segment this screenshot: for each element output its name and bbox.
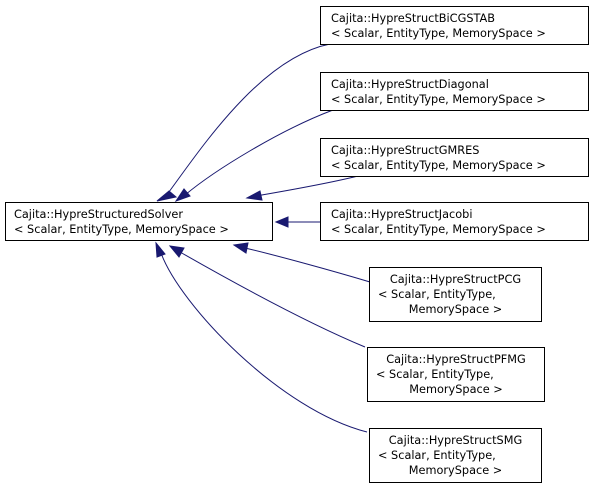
- arrow-smg: [155, 241, 166, 258]
- node-pfmg-line-3: MemorySpace >: [409, 383, 502, 396]
- node-pcg-line-2: < Scalar, EntityType,: [378, 288, 496, 301]
- node-smg-line-3: MemorySpace >: [409, 464, 502, 477]
- arrow-jacobi: [274, 216, 289, 228]
- node-hypre-struct-diagonal[interactable]: Cajita::HypreStructDiagonal < Scalar, En…: [320, 72, 589, 111]
- node-pfmg-line-1: Cajita::HypreStructPFMG: [386, 353, 526, 366]
- node-hypre-struct-jacobi[interactable]: Cajita::HypreStructJacobi < Scalar, Enti…: [320, 202, 589, 241]
- arrow-diagonal: [174, 188, 191, 202]
- node-hypre-struct-gmres[interactable]: Cajita::HypreStructGMRES < Scalar, Entit…: [320, 138, 589, 177]
- node-diagonal-line-2: < Scalar, EntityType, MemorySpace >: [331, 93, 546, 106]
- node-pcg-line-1: Cajita::HypreStructPCG: [390, 273, 521, 286]
- arrow-bicgstab: [156, 190, 178, 202]
- node-gmres-line-2: < Scalar, EntityType, MemorySpace >: [331, 159, 546, 172]
- node-pfmg-line-2: < Scalar, EntityType,: [376, 368, 494, 381]
- node-pcg-line-3: MemorySpace >: [409, 303, 502, 316]
- node-jacobi-line-2: < Scalar, EntityType, MemorySpace >: [331, 223, 546, 236]
- arrow-pcg: [232, 242, 249, 254]
- node-diagonal-line-1: Cajita::HypreStructDiagonal: [331, 78, 489, 91]
- node-base-line-1: Cajita::HypreStructuredSolver: [14, 208, 183, 221]
- arrow-gmres: [245, 190, 263, 201]
- node-smg-line-2: < Scalar, EntityType,: [378, 449, 496, 462]
- node-bicgstab-line-2: < Scalar, EntityType, MemorySpace >: [331, 27, 546, 40]
- node-base-hypre-structured-solver[interactable]: Cajita::HypreStructuredSolver < Scalar, …: [5, 202, 273, 241]
- edges: [155, 43, 371, 433]
- node-bicgstab-line-1: Cajita::HypreStructBiCGSTAB: [331, 12, 495, 25]
- node-hypre-struct-smg[interactable]: Cajita::HypreStructSMG < Scalar, EntityT…: [369, 428, 542, 483]
- edge-pfmg: [179, 251, 366, 348]
- edge-pcg: [244, 247, 371, 283]
- node-smg-line-1: Cajita::HypreStructSMG: [389, 434, 522, 447]
- node-base-line-2: < Scalar, EntityType, MemorySpace >: [14, 223, 229, 236]
- node-hypre-struct-pcg[interactable]: Cajita::HypreStructPCG < Scalar, EntityT…: [369, 267, 542, 322]
- arrow-pfmg: [168, 245, 185, 258]
- node-gmres-line-1: Cajita::HypreStructGMRES: [331, 144, 479, 157]
- edge-diagonal: [184, 109, 334, 196]
- edge-bicgstab: [165, 43, 331, 197]
- node-hypre-struct-pfmg[interactable]: Cajita::HypreStructPFMG < Scalar, Entity…: [367, 347, 545, 402]
- edge-smg: [160, 252, 368, 433]
- node-jacobi-line-1: Cajita::HypreStructJacobi: [331, 208, 472, 221]
- node-hypre-struct-bicgstab[interactable]: Cajita::HypreStructBiCGSTAB < Scalar, En…: [320, 6, 589, 45]
- edge-gmres: [255, 175, 359, 197]
